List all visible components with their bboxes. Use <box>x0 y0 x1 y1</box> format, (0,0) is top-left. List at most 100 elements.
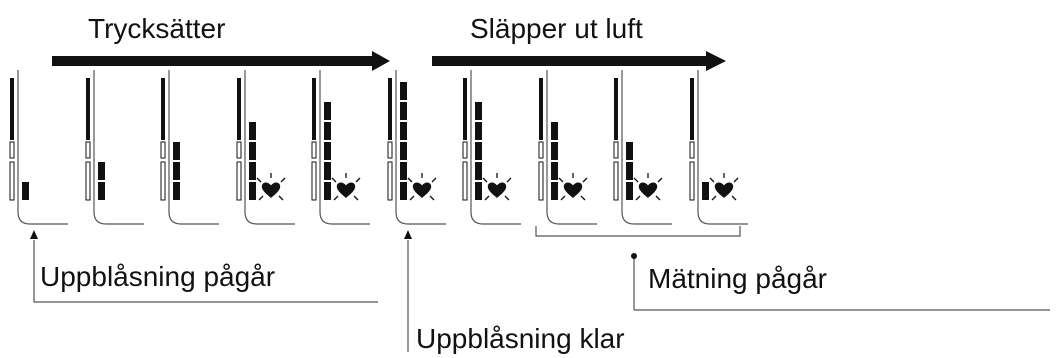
pulse-ray <box>409 195 415 201</box>
pulse-ray <box>733 177 739 183</box>
scale-upper-bar <box>10 78 14 140</box>
scale-marker <box>613 141 619 159</box>
gauge-frame <box>538 70 597 225</box>
pressure-segment <box>324 122 331 140</box>
pulse-ray <box>582 177 588 183</box>
scale-upper-bar <box>690 78 694 140</box>
pulse-ray <box>256 177 262 183</box>
scale-lower-bar <box>689 161 695 201</box>
pressure-segment <box>551 142 558 160</box>
pressure-segment <box>626 162 633 180</box>
pressure-segment <box>173 142 180 160</box>
pulse-ray <box>484 195 490 201</box>
pulse-heart-icon <box>638 182 658 199</box>
gauge-frame <box>387 70 446 225</box>
pressure-segment <box>475 162 482 180</box>
gauge-axis <box>168 70 219 225</box>
scale-lower-bar <box>85 161 91 201</box>
pulse-heart-icon <box>563 182 583 199</box>
pulse-heart-icon <box>261 182 281 199</box>
scale-upper-bar <box>312 78 316 140</box>
scale-lower-bar <box>9 161 15 201</box>
pressure-segment <box>324 142 331 160</box>
gauge-frame <box>689 70 748 225</box>
inflation-in-progress-label: Uppblåsning pågår <box>40 261 275 292</box>
gauge-axis <box>470 70 521 225</box>
gauge-axis <box>93 70 144 225</box>
pressure-segment <box>702 182 709 200</box>
pressure-segment <box>475 102 482 120</box>
pressure-segment <box>249 122 256 140</box>
gauge-axis <box>621 70 672 225</box>
gauge-frame <box>160 70 219 225</box>
pulse-ray <box>560 195 566 201</box>
pressurizing-label: Trycksätter <box>88 13 225 44</box>
pressure-segment <box>324 182 331 200</box>
gauge-frame <box>236 70 295 225</box>
pressure-segment <box>400 182 407 200</box>
pressure-segment <box>98 162 105 180</box>
pulse-heart-icon <box>714 182 734 199</box>
gauge-frame <box>311 70 370 225</box>
pressure-segment <box>249 162 256 180</box>
pulse-ray <box>355 177 361 183</box>
pulse-ray <box>482 177 488 183</box>
pulse-ray <box>635 195 641 201</box>
scale-marker <box>9 141 15 159</box>
measuring-in-progress-label: Mätning pågår <box>648 263 827 294</box>
pulse-ray <box>333 195 339 201</box>
pressure-segment <box>551 162 558 180</box>
scale-upper-bar <box>237 78 241 140</box>
scale-marker <box>387 141 393 159</box>
pressure-segment <box>475 142 482 160</box>
pressure-segment <box>400 122 407 140</box>
pulse-ray <box>353 195 359 201</box>
pulse-ray <box>331 177 337 183</box>
pressure-segment <box>22 182 29 200</box>
scale-upper-bar <box>86 78 90 140</box>
gauge-axis <box>697 70 748 225</box>
scale-upper-bar <box>614 78 618 140</box>
pulse-heart-icon <box>412 182 432 199</box>
pulse-ray <box>429 195 435 201</box>
pulse-ray <box>407 177 413 183</box>
gauge-axis <box>244 70 295 225</box>
pressure-segment <box>400 162 407 180</box>
scale-lower-bar <box>311 161 317 201</box>
pressure-segment <box>400 102 407 120</box>
pressure-segment <box>98 182 105 200</box>
pulse-heart-icon <box>487 182 507 199</box>
pressure-segment <box>249 142 256 160</box>
pressure-segment <box>400 142 407 160</box>
pulse-ray <box>657 177 663 183</box>
inflation-in-progress-arrowhead <box>30 230 38 239</box>
pressure-segment <box>551 122 558 140</box>
pulse-ray <box>258 195 264 201</box>
pulse-ray <box>709 177 715 183</box>
inflation-complete-label: Uppblåsning klar <box>416 323 625 354</box>
pressure-segment <box>173 182 180 200</box>
gauge-frame <box>462 70 521 225</box>
gauge-axis <box>319 70 370 225</box>
gauge-axis <box>546 70 597 225</box>
gauge-frame <box>613 70 672 225</box>
pulse-ray <box>731 195 737 201</box>
pulse-ray <box>655 195 661 201</box>
scale-lower-bar <box>236 161 242 201</box>
scale-upper-bar <box>388 78 392 140</box>
frames-group <box>9 70 748 225</box>
releasing-air-label: Släpper ut luft <box>470 13 643 44</box>
scale-lower-bar <box>462 161 468 201</box>
measuring-pointer-dot <box>631 253 637 259</box>
gauge-frame <box>9 70 68 225</box>
pulse-ray <box>280 177 286 183</box>
pressure-segment <box>324 162 331 180</box>
scale-marker <box>462 141 468 159</box>
scale-upper-bar <box>539 78 543 140</box>
pulse-ray <box>580 195 586 201</box>
pressure-segment <box>249 182 256 200</box>
pressure-segment <box>551 182 558 200</box>
pulse-ray <box>278 195 284 201</box>
gauge-axis <box>17 70 68 225</box>
